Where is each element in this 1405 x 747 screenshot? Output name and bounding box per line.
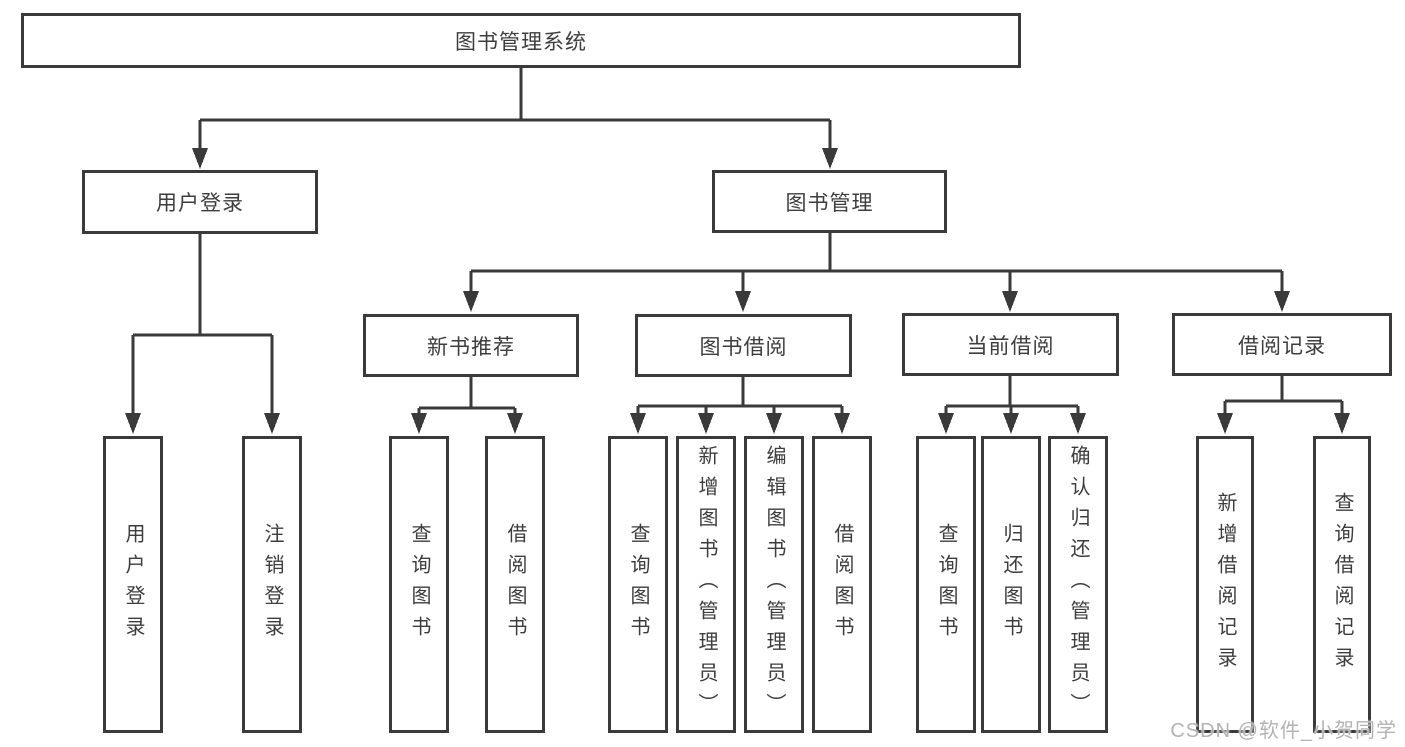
leaf-return-book-label: 归还图书	[1000, 522, 1022, 647]
leaf-borrow-books: 借阅图书	[812, 436, 872, 733]
arrowhead	[1274, 291, 1290, 312]
arrowhead	[938, 413, 954, 434]
leaf-query-books-recommend: 查询图书	[389, 436, 449, 733]
node-borrowing-records-label: 借阅记录	[1238, 334, 1326, 358]
node-book-borrowing-label: 图书借阅	[699, 335, 788, 359]
arrowhead	[1217, 413, 1233, 434]
leaf-add-book-admin-label: 新增图书（管理员）	[695, 445, 717, 724]
leaf-query-books-current: 查询图书	[916, 436, 976, 733]
node-user-login-label: 用户登录	[156, 192, 244, 215]
arrowhead	[463, 291, 479, 312]
node-new-book-recommendation-label: 新书推荐	[427, 335, 515, 359]
arrowhead	[1070, 413, 1086, 434]
leaf-logout-label: 注销登录	[261, 522, 283, 647]
node-book-borrowing: 图书借阅	[635, 314, 852, 377]
arrowhead	[411, 413, 427, 434]
leaf-add-book-admin: 新增图书（管理员）	[676, 436, 736, 733]
leaf-borrow-books-label: 借阅图书	[831, 522, 853, 647]
leaf-query-borrow-record: 查询借阅记录	[1313, 436, 1371, 733]
csdn-watermark: CSDN @软件_小贺同学	[1170, 720, 1397, 742]
arrowhead	[698, 413, 714, 434]
arrowhead	[1002, 291, 1018, 312]
leaf-borrow-books-recommend: 借阅图书	[485, 436, 545, 733]
node-current-borrowing-label: 当前借阅	[966, 334, 1055, 358]
leaf-add-borrow-record: 新增借阅记录	[1196, 436, 1254, 733]
leaf-logout: 注销登录	[242, 436, 302, 733]
node-book-management-label: 图书管理	[785, 191, 874, 215]
arrowhead	[125, 413, 141, 434]
node-book-management: 图书管理	[712, 170, 947, 233]
arrowhead	[192, 148, 208, 169]
leaf-confirm-return-admin-label: 确认归还（管理员）	[1067, 445, 1089, 724]
arrowhead	[735, 291, 751, 312]
leaf-user-login-label: 用户登录	[122, 522, 144, 647]
leaf-query-books-recommend-label: 查询图书	[408, 522, 430, 647]
arrowhead	[834, 413, 850, 434]
leaf-confirm-return-admin: 确认归还（管理员）	[1048, 436, 1108, 733]
node-borrowing-records: 借阅记录	[1172, 313, 1392, 376]
leaf-query-borrow-record-label: 查询借阅记录	[1331, 491, 1353, 678]
arrowhead	[1003, 413, 1019, 434]
arrowhead	[766, 413, 782, 434]
leaf-edit-book-admin-label: 编辑图书（管理员）	[763, 445, 785, 724]
leaf-return-book: 归还图书	[981, 436, 1041, 733]
node-new-book-recommendation: 新书推荐	[363, 314, 579, 377]
node-current-borrowing: 当前借阅	[902, 313, 1119, 376]
leaf-query-books-borrowing-label: 查询图书	[627, 522, 649, 647]
node-root: 图书管理系统	[21, 13, 1021, 68]
arrowhead	[630, 413, 646, 434]
leaf-query-books-current-label: 查询图书	[935, 522, 957, 647]
leaf-query-books-borrowing: 查询图书	[608, 436, 668, 733]
arrowhead	[264, 413, 280, 434]
arrowhead	[1334, 413, 1350, 434]
leaf-edit-book-admin: 编辑图书（管理员）	[744, 436, 804, 733]
node-user-login: 用户登录	[82, 170, 318, 234]
leaf-borrow-books-recommend-label: 借阅图书	[504, 522, 526, 647]
arrowhead	[822, 148, 838, 169]
leaf-user-login: 用户登录	[103, 436, 163, 733]
arrowhead	[507, 413, 523, 434]
node-root-label: 图书管理系统	[455, 30, 587, 54]
leaf-add-borrow-record-label: 新增借阅记录	[1214, 491, 1236, 678]
